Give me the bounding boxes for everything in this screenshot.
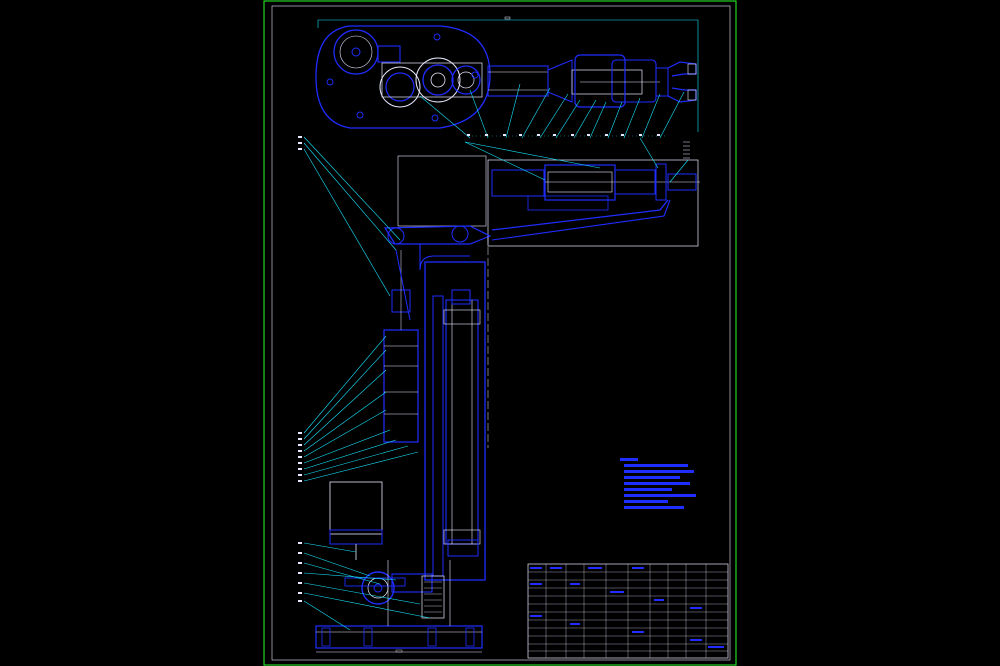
title-block — [527, 563, 729, 659]
technical-notes — [620, 458, 696, 509]
left-balloons — [298, 136, 431, 631]
sheet-border-inner — [271, 5, 731, 661]
top-row-balloons — [419, 83, 685, 139]
top-view-arm-assembly — [315, 16, 699, 132]
front-view-column — [315, 155, 492, 653]
arm-section-view — [464, 137, 700, 247]
sheet-border-outer — [263, 0, 737, 666]
